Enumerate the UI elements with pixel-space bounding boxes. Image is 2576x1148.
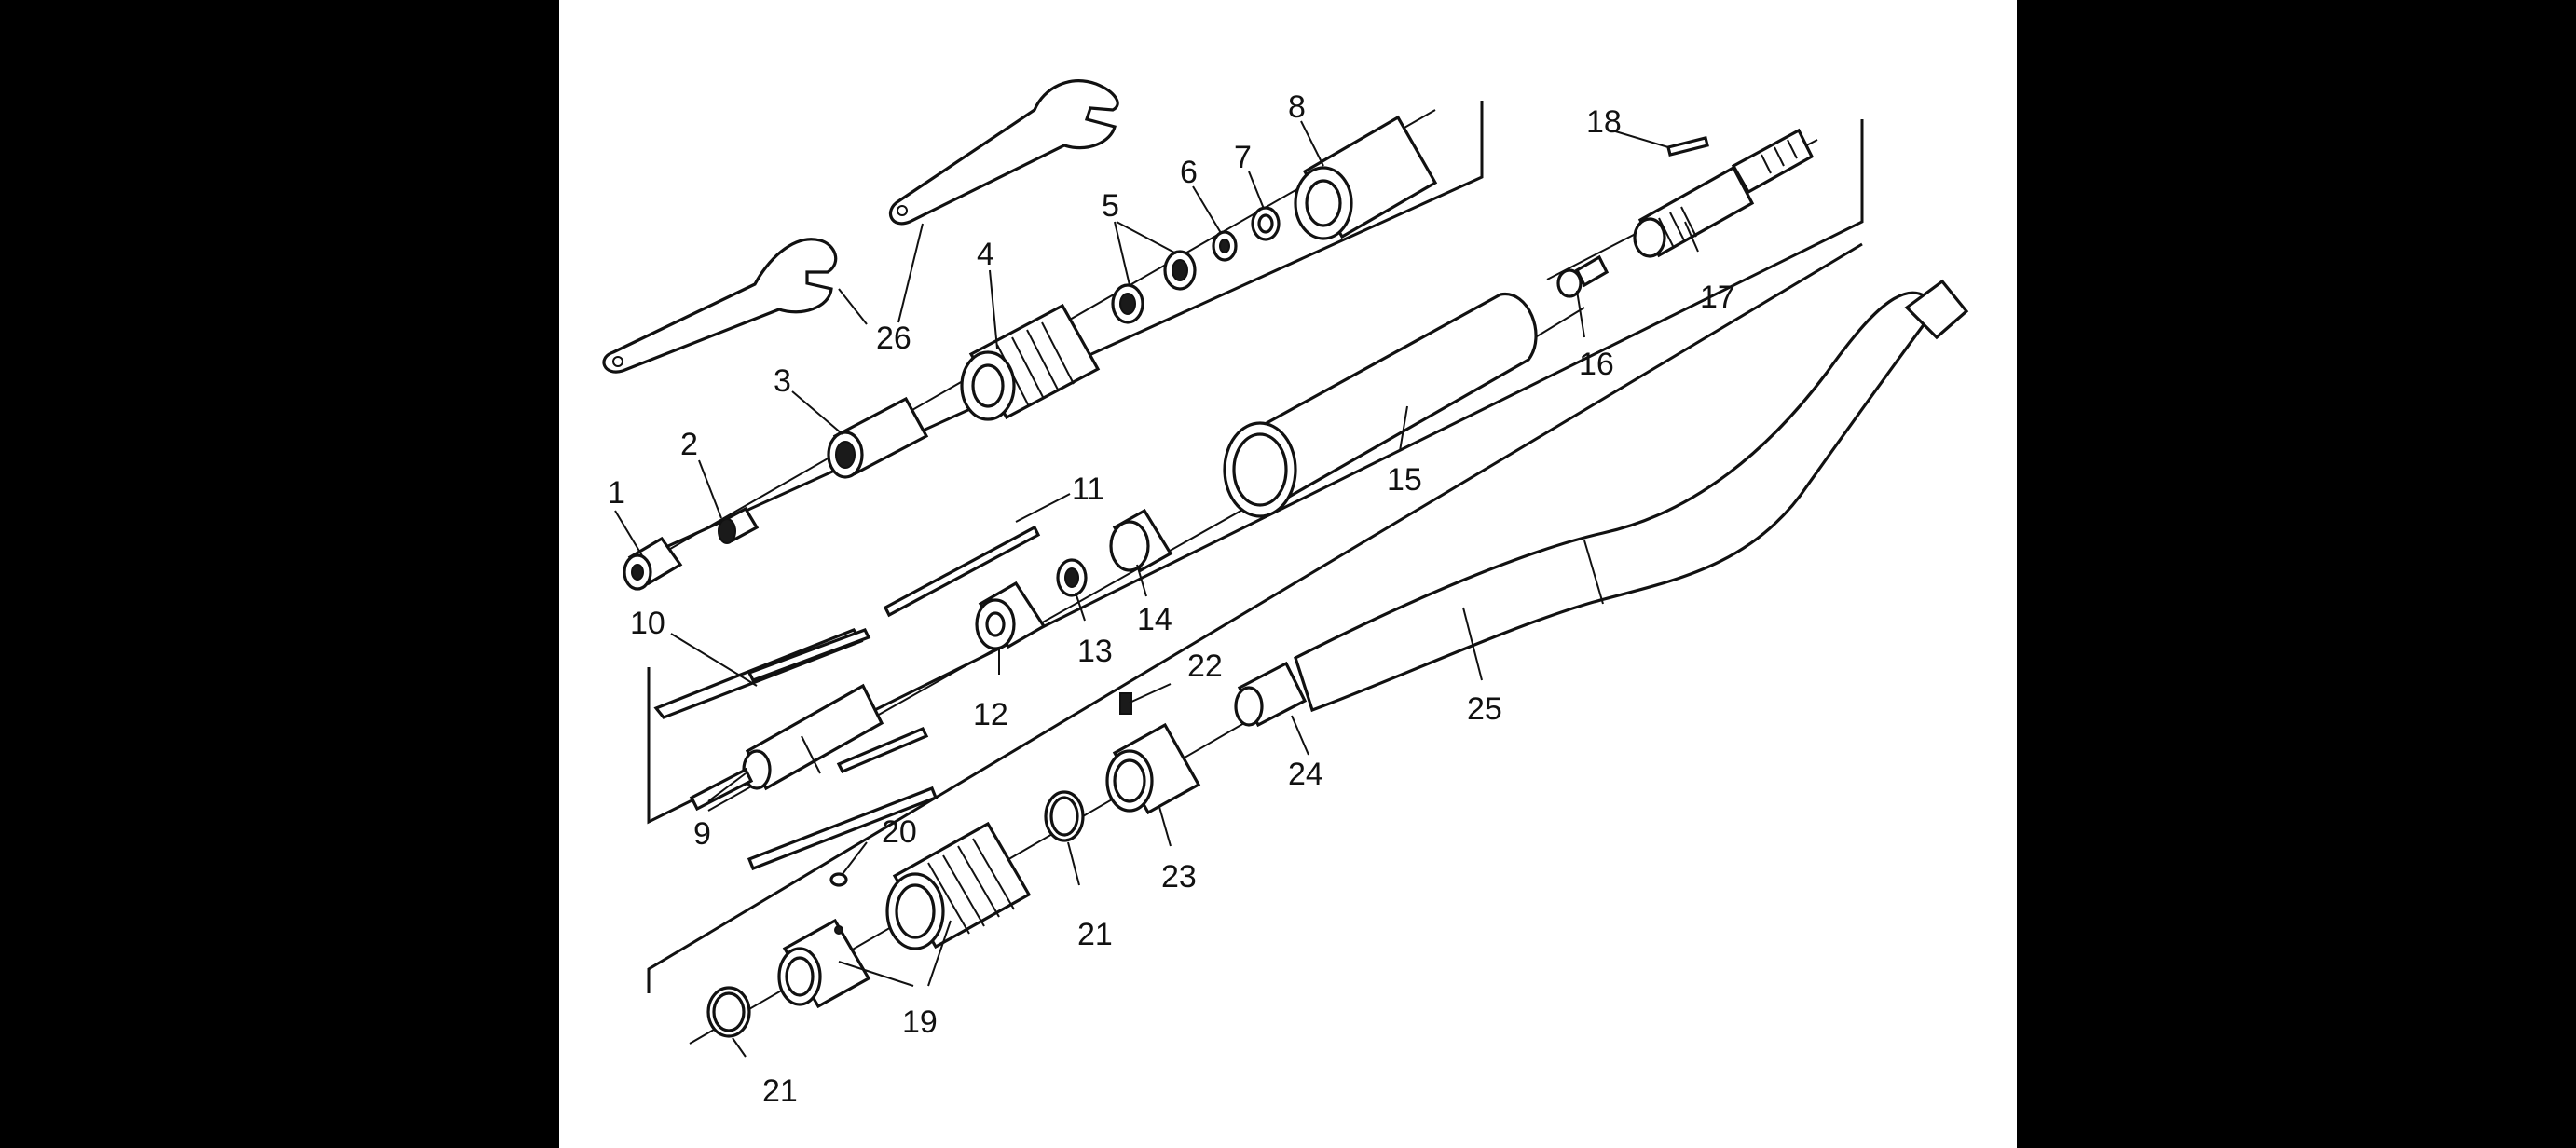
label-15: 15 [1387, 462, 1422, 498]
label-22: 22 [1187, 649, 1223, 684]
wrench-small [888, 79, 1119, 226]
label-12: 12 [973, 697, 1008, 732]
part-14-cap [1109, 508, 1173, 573]
part-23-connector [1105, 722, 1201, 815]
label-10: 10 [630, 606, 665, 641]
part-7-ring [1251, 206, 1281, 241]
label-20: 20 [882, 814, 917, 850]
part-21-ring-a [706, 986, 751, 1038]
label-18: 18 [1586, 104, 1622, 140]
wrench-large [602, 238, 838, 374]
label-14: 14 [1137, 602, 1172, 637]
part-2-collet [718, 506, 760, 544]
part-19-coupling [777, 918, 871, 1009]
label-2: 2 [680, 427, 698, 462]
label-13: 13 [1077, 634, 1113, 669]
part-3-spindle [827, 396, 929, 479]
part-19-knurled-sleeve [885, 821, 1032, 950]
label-16: 16 [1579, 347, 1614, 382]
part-6-washer [1212, 230, 1238, 262]
part-13-bearing [1056, 558, 1088, 597]
part-24-hose-fitting [1234, 661, 1308, 728]
label-11: 11 [1072, 472, 1104, 507]
part-10-vanes [653, 628, 939, 871]
part-15-tube [1223, 293, 1538, 518]
part-22-set-screw [1119, 692, 1132, 715]
part-12-nut [975, 581, 1047, 650]
part-9-rotor [689, 683, 884, 812]
label-8: 8 [1288, 89, 1306, 125]
label-7: 7 [1234, 140, 1252, 175]
label-25: 25 [1467, 691, 1502, 727]
part-20-ball [829, 872, 848, 887]
label-1: 1 [608, 475, 625, 511]
label-26: 26 [876, 321, 911, 356]
label-17: 17 [1700, 280, 1735, 315]
label-4: 4 [977, 237, 994, 272]
label-24: 24 [1288, 757, 1323, 792]
label-21-bottom: 21 [762, 1073, 798, 1109]
part-18-pin [1666, 136, 1709, 157]
part-1-nut [623, 536, 683, 591]
label-5: 5 [1102, 188, 1119, 224]
part-5-bearings [1111, 250, 1197, 324]
part-11-rod [883, 525, 1041, 618]
part-8-sleeve [1294, 115, 1438, 240]
part-25-hose [1294, 279, 1969, 713]
part-16-bushing [1556, 254, 1610, 298]
part-21-ring-b [1044, 790, 1085, 842]
label-3: 3 [774, 363, 791, 399]
part-labels: 1 2 3 4 5 6 7 8 9 10 11 12 13 14 15 16 1… [608, 89, 1735, 1109]
label-6: 6 [1180, 155, 1198, 190]
label-21-middle: 21 [1077, 917, 1113, 952]
label-19: 19 [902, 1004, 938, 1040]
label-23: 23 [1161, 859, 1197, 895]
part-4-housing [960, 303, 1101, 421]
label-9: 9 [693, 816, 711, 852]
leader-lines [614, 120, 1699, 1058]
part-17-threaded-body [1633, 128, 1815, 258]
